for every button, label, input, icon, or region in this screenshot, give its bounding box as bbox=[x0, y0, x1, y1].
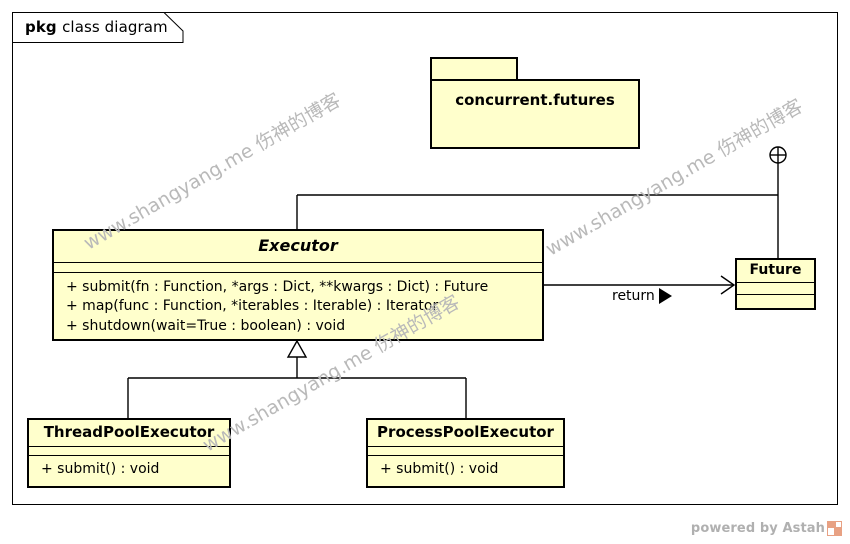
class-process-pool-executor-name: ProcessPoolExecutor bbox=[377, 423, 554, 441]
frame-tab-shape bbox=[12, 12, 184, 43]
astah-credit-text: powered by Astah bbox=[690, 521, 825, 536]
compartment-divider bbox=[737, 294, 814, 296]
class-executor[interactable]: Executor + submit(fn : Function, *args :… bbox=[52, 229, 544, 341]
hollow-triangle-up-icon bbox=[286, 339, 308, 358]
class-executor-operations: + submit(fn : Function, *args : Dict, **… bbox=[54, 273, 542, 344]
compartment-divider bbox=[737, 282, 814, 284]
class-executor-name: Executor bbox=[258, 236, 338, 255]
class-future-attributes bbox=[737, 283, 814, 294]
package-tab bbox=[430, 57, 518, 81]
operation: + shutdown(wait=True : boolean) : void bbox=[66, 318, 346, 335]
class-future[interactable]: Future bbox=[735, 258, 816, 310]
compartment-divider bbox=[368, 445, 563, 447]
operation: + map(func : Function, *iterables : Iter… bbox=[66, 298, 439, 315]
astah-credit: powered by Astah bbox=[691, 521, 842, 536]
dependency-label-group: return bbox=[612, 288, 672, 304]
operation: + submit() : void bbox=[41, 460, 160, 477]
frame-title: class diagram bbox=[62, 18, 168, 36]
class-thread-pool-executor-operations: + submit() : void bbox=[29, 456, 229, 484]
operation: + submit(fn : Function, *args : Dict, **… bbox=[66, 278, 489, 295]
package-body: concurrent.futures bbox=[430, 79, 640, 149]
class-process-pool-executor[interactable]: ProcessPoolExecutor + submit() : void bbox=[366, 418, 565, 488]
frame-tab-label: pkg class diagram bbox=[25, 18, 168, 36]
astah-logo-icon bbox=[827, 521, 842, 536]
class-process-pool-executor-attributes bbox=[368, 447, 563, 455]
compartment-divider bbox=[29, 445, 229, 447]
diagram-frame bbox=[12, 12, 838, 505]
class-future-operations bbox=[737, 295, 814, 306]
operation: + submit() : void bbox=[380, 460, 499, 477]
class-thread-pool-executor[interactable]: ThreadPoolExecutor + submit() : void bbox=[27, 418, 231, 488]
class-thread-pool-executor-attributes bbox=[29, 447, 229, 455]
compartment-divider bbox=[29, 454, 229, 456]
class-future-name: Future bbox=[749, 262, 802, 278]
compartment-divider bbox=[54, 271, 542, 273]
class-process-pool-executor-operations: + submit() : void bbox=[368, 456, 563, 484]
dependency-label: return bbox=[612, 288, 655, 304]
compartment-divider bbox=[368, 454, 563, 456]
package-name: concurrent.futures bbox=[455, 91, 615, 109]
frame-keyword: pkg bbox=[25, 18, 63, 36]
solid-triangle-right-icon bbox=[658, 288, 672, 304]
compartment-divider bbox=[54, 261, 542, 263]
class-thread-pool-executor-name: ThreadPoolExecutor bbox=[43, 423, 215, 441]
package-concurrent-futures[interactable]: concurrent.futures bbox=[430, 57, 640, 149]
class-executor-attributes bbox=[54, 263, 542, 272]
